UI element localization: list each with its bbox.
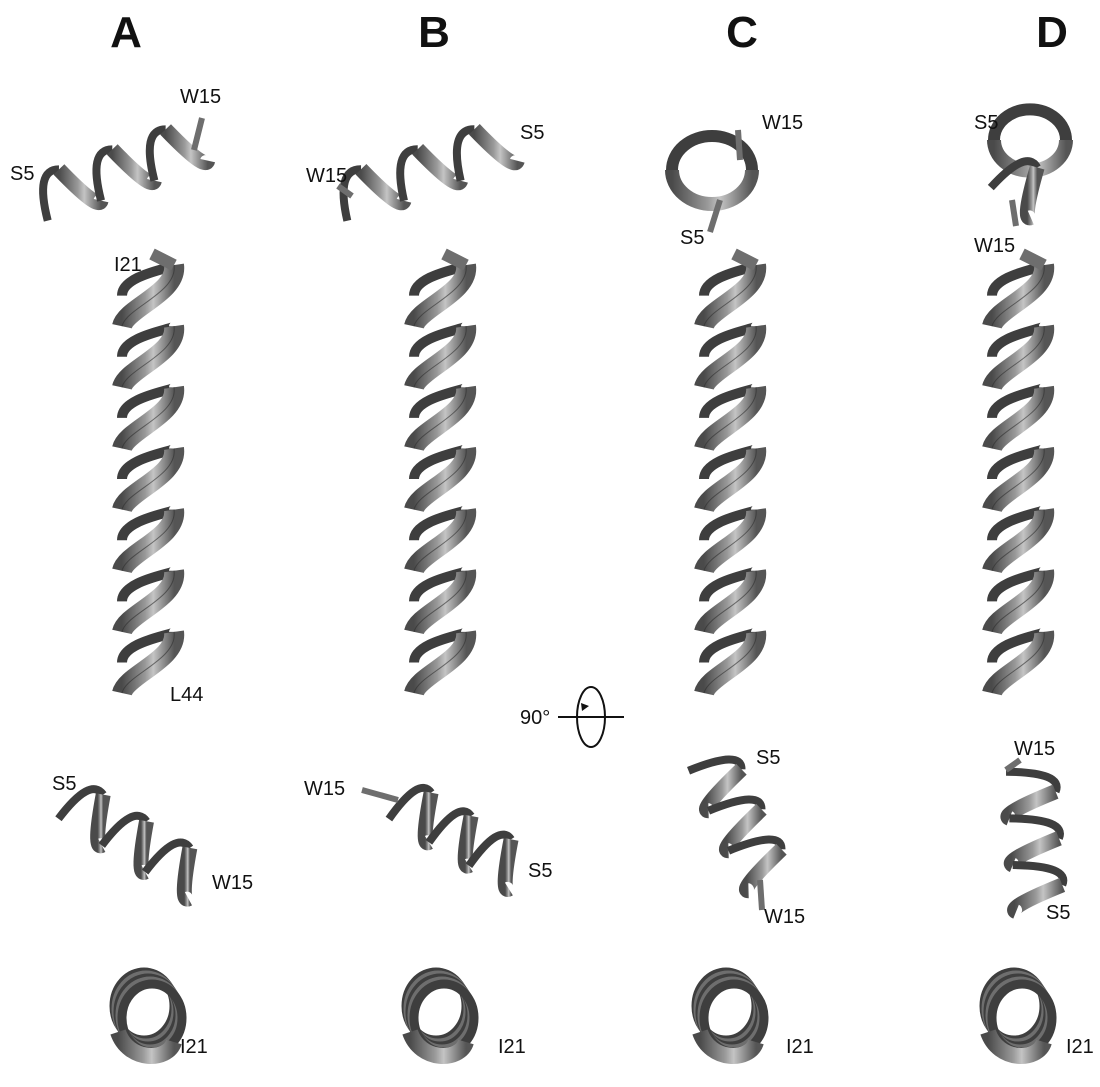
helix-front-ribbon: [1011, 838, 1059, 865]
helix-front-ribbon: [141, 821, 147, 872]
helix-n-tip: [1022, 254, 1044, 265]
end-view-helix-c: [696, 972, 764, 1056]
short-helix-top-a: [43, 129, 208, 220]
residue-label: S5: [520, 122, 544, 145]
end-view-helix-a: [114, 972, 182, 1056]
panel-label-a: A: [96, 8, 156, 58]
residue-label: W15: [304, 778, 345, 801]
helix-n-tip: [444, 254, 466, 265]
rotation-axis-icon: [558, 687, 624, 747]
long-helix-c: [704, 254, 756, 693]
residue-label: W15: [306, 165, 347, 188]
short-helix-top-b: [344, 129, 518, 220]
helix-front-ribbon: [672, 170, 752, 204]
residue-label: S5: [680, 227, 704, 250]
helix-front-ribbon: [505, 839, 511, 889]
residue-label: L44: [170, 684, 203, 707]
long-helix-d: [992, 254, 1044, 693]
residue-stalk: [362, 790, 398, 800]
residue-label: I21: [180, 1036, 208, 1059]
long-helix-a: [122, 254, 174, 693]
end-view-helix-b: [406, 972, 474, 1056]
residue-label: I21: [786, 1036, 814, 1059]
residue-stalk: [738, 130, 740, 160]
short-helix-rot-b: [389, 788, 511, 890]
residue-label: S5: [10, 163, 34, 186]
residue-label: I21: [1066, 1036, 1094, 1059]
panel-label-b: B: [404, 8, 464, 58]
residue-label: W15: [974, 235, 1015, 258]
residue-label: I21: [498, 1036, 526, 1059]
end-view-helix-d: [984, 972, 1052, 1056]
long-helix-b: [414, 254, 466, 693]
residue-stalk: [760, 880, 762, 910]
residue-label: W15: [212, 872, 253, 895]
short-helix-rot-d: [1006, 772, 1063, 912]
helix-front-ribbon: [1027, 167, 1037, 217]
helix-front-ribbon: [1008, 792, 1056, 819]
helix-front-ribbon: [746, 849, 781, 890]
helix-n-tip: [734, 254, 756, 265]
residue-label: I21: [114, 254, 142, 277]
residue-label: W15: [180, 86, 221, 109]
panel-label-c: C: [712, 8, 772, 58]
short-helix-rot-c: [689, 759, 782, 890]
panel-label-d: D: [1022, 8, 1082, 58]
helix-front-ribbon: [98, 795, 104, 846]
residue-stalk: [194, 118, 202, 150]
residue-label: S5: [1046, 902, 1070, 925]
residue-label: S5: [974, 112, 998, 135]
helix-front-ribbon: [166, 129, 208, 162]
residue-stalk: [1012, 200, 1016, 226]
residue-label: S5: [528, 860, 552, 883]
residue-label: W15: [1014, 738, 1055, 761]
helix-n-tip: [152, 254, 174, 265]
residue-label: S5: [756, 747, 780, 770]
residue-label: W15: [764, 906, 805, 929]
helix-front-ribbon: [184, 848, 190, 899]
rotation-label: 90°: [520, 707, 550, 730]
residue-label: W15: [762, 112, 803, 135]
residue-label: S5: [52, 773, 76, 796]
helix-front-ribbon: [474, 129, 517, 163]
short-helix-rot-a: [58, 789, 189, 899]
